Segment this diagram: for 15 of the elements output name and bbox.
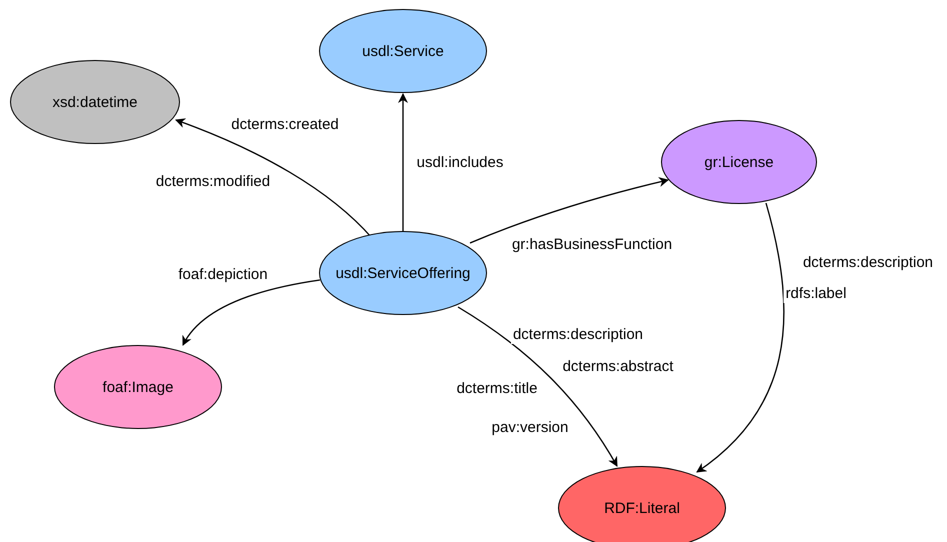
class-label: xsd:datetime bbox=[52, 94, 138, 110]
class-label: usdl:Service bbox=[362, 42, 444, 60]
arrow bbox=[458, 306, 618, 467]
edge-label: foaf:depiction bbox=[176, 266, 270, 284]
class-label: RDF:Literal bbox=[604, 500, 680, 516]
edge-label: gr:hasBusinessFunction bbox=[510, 236, 674, 254]
property-label: rdfs:label bbox=[784, 285, 848, 303]
arrow bbox=[398, 93, 408, 231]
class-label: foaf:Image bbox=[102, 378, 174, 396]
arrow bbox=[182, 279, 320, 346]
class-label: usdl:ServiceOffering bbox=[336, 264, 470, 282]
class-label: gr:License bbox=[704, 154, 774, 170]
property-label: pav:version bbox=[490, 419, 570, 437]
arrow bbox=[696, 202, 784, 473]
arrow bbox=[470, 177, 669, 244]
